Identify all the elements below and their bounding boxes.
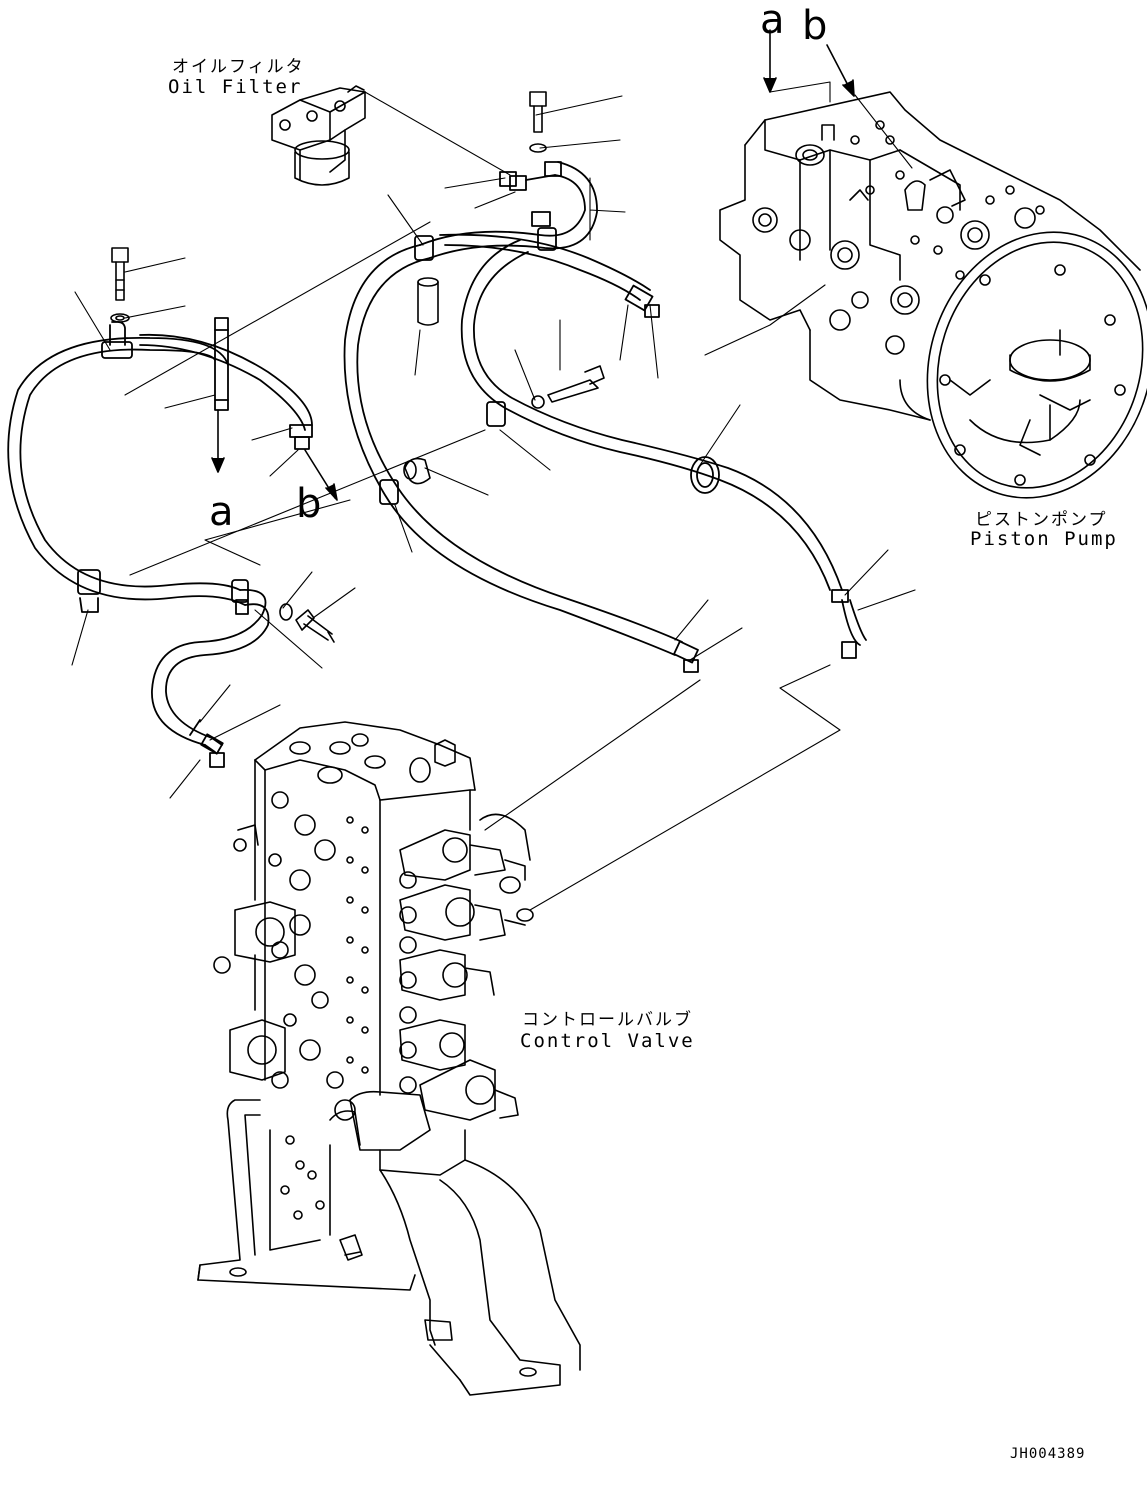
oil-filter-label-en: Oil Filter (168, 76, 303, 98)
bolt-washer-mid (280, 604, 334, 642)
center-hoses (345, 162, 867, 672)
left-hose-loop (8, 318, 312, 612)
marker-arrows-left (212, 410, 337, 500)
bolt-washer-left (111, 248, 129, 322)
marker-b-pump: b (802, 3, 828, 49)
reference-lines (125, 222, 840, 910)
oil-filter-label-jp: オイルフィルタ (172, 57, 305, 77)
control-valve-drawing (214, 722, 533, 1175)
marker-arrows-pump (764, 30, 854, 96)
marker-a-pump: a (760, 0, 785, 43)
piston-pump-label-jp: ピストンポンプ (975, 510, 1108, 530)
valve-bracket-drawing (198, 1100, 580, 1395)
control-valve-label-jp: コントロールバルブ (522, 1010, 693, 1030)
drawing-code: JH004389 (1010, 1446, 1086, 1462)
marker-b-line: b (296, 481, 322, 527)
control-valve-label-en: Control Valve (520, 1030, 695, 1052)
leader-lines (72, 82, 915, 798)
oil-filter-drawing (272, 86, 365, 185)
left-lower-hose (152, 580, 269, 767)
marker-a-line: a (209, 489, 234, 535)
spacer-sleeves (404, 278, 438, 484)
piston-pump-drawing (720, 92, 1147, 527)
piston-pump-label-en: Piston Pump (970, 528, 1118, 550)
bolt-washer-center (530, 92, 604, 408)
